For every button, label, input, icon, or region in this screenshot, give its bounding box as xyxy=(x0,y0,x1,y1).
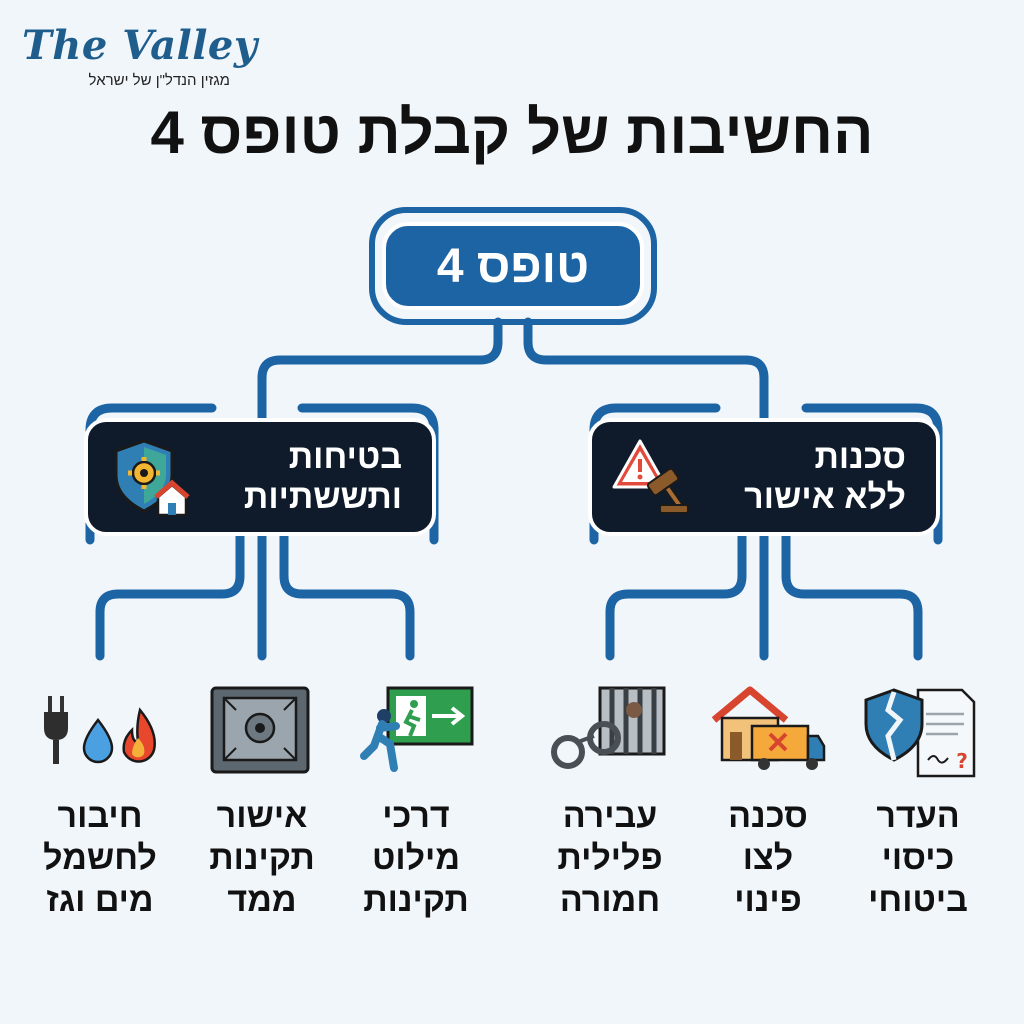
leaf-insurance-line3: ביטוחי xyxy=(868,881,968,919)
leaf-criminal-line1: עבירה xyxy=(562,797,658,835)
category-dangers-line1: סכנות xyxy=(814,438,906,476)
logo: The Valley מגזין הנדל"ן של ישראל xyxy=(22,22,257,92)
leaf-insurance-line2: כיסוי xyxy=(881,839,955,877)
category-safety: בטיחות ותששתיות xyxy=(84,418,436,536)
leaf-eviction-line1: סכנה xyxy=(728,797,808,835)
category-safety-line2: ותששתיות xyxy=(243,478,402,516)
leaf-eviction: סכנה לצו פינוי xyxy=(693,795,843,921)
emergency-exit-icon xyxy=(360,686,474,772)
leaf-eviction-line2: לצו xyxy=(742,839,794,877)
category-dangers: סכנות ללא אישור xyxy=(588,418,940,536)
category-dangers-label: סכנות ללא אישור xyxy=(694,437,906,517)
leaf-insurance-line1: העדר xyxy=(876,797,960,835)
leaf-utilities: חיבור לחשמל מים וגז xyxy=(25,795,175,921)
broken-shield-document-icon: ? xyxy=(864,688,976,778)
root-node: טופס 4 xyxy=(382,222,644,310)
leaf-criminal: עבירה פלילית חמורה xyxy=(535,795,685,921)
leaf-exits-line2: מילוט xyxy=(371,839,461,877)
leaf-criminal-line3: חמורה xyxy=(559,881,661,919)
category-safety-label: בטיחות ותששתיות xyxy=(190,437,402,517)
leaf-safe-room-line1: אישור xyxy=(216,797,308,835)
house-eviction-truck-icon xyxy=(711,686,826,770)
leaf-criminal-line2: פלילית xyxy=(557,839,663,877)
svg-text:?: ? xyxy=(956,749,968,773)
shield-gear-house-icon xyxy=(114,439,190,517)
warning-gavel-icon xyxy=(612,439,689,514)
logo-tagline: מגזין הנדל"ן של ישראל xyxy=(88,72,230,89)
logo-title: The Valley xyxy=(22,22,258,69)
category-safety-line1: בטיחות xyxy=(288,438,402,476)
root-label: טופס 4 xyxy=(436,239,590,293)
leaf-utilities-line2: לחשמל xyxy=(43,839,157,877)
leaf-utilities-line1: חיבור xyxy=(57,797,143,835)
leaf-insurance: העדר כיסוי ביטוחי xyxy=(843,795,993,921)
leaf-exits-line1: דרכי xyxy=(382,797,450,835)
leaf-exits-line3: תקינות xyxy=(363,881,469,919)
leaf-safe-room: אישור תקינות ממד xyxy=(187,795,337,921)
leaf-exits: דרכי מילוט תקינות xyxy=(341,795,491,921)
category-dangers-line2: ללא אישור xyxy=(744,478,906,516)
leaf-safe-room-line2: תקינות xyxy=(209,839,315,877)
page-title: החשיבות של קבלת טופס 4 xyxy=(150,99,874,166)
leaf-eviction-line3: פינוי xyxy=(734,881,802,919)
safe-vault-icon xyxy=(210,686,310,774)
leaf-safe-room-line3: ממד xyxy=(227,881,297,919)
leaf-utilities-line3: מים וגז xyxy=(46,881,154,919)
plug-water-fire-icon xyxy=(44,696,156,764)
handcuffs-jail-icon xyxy=(551,686,666,769)
